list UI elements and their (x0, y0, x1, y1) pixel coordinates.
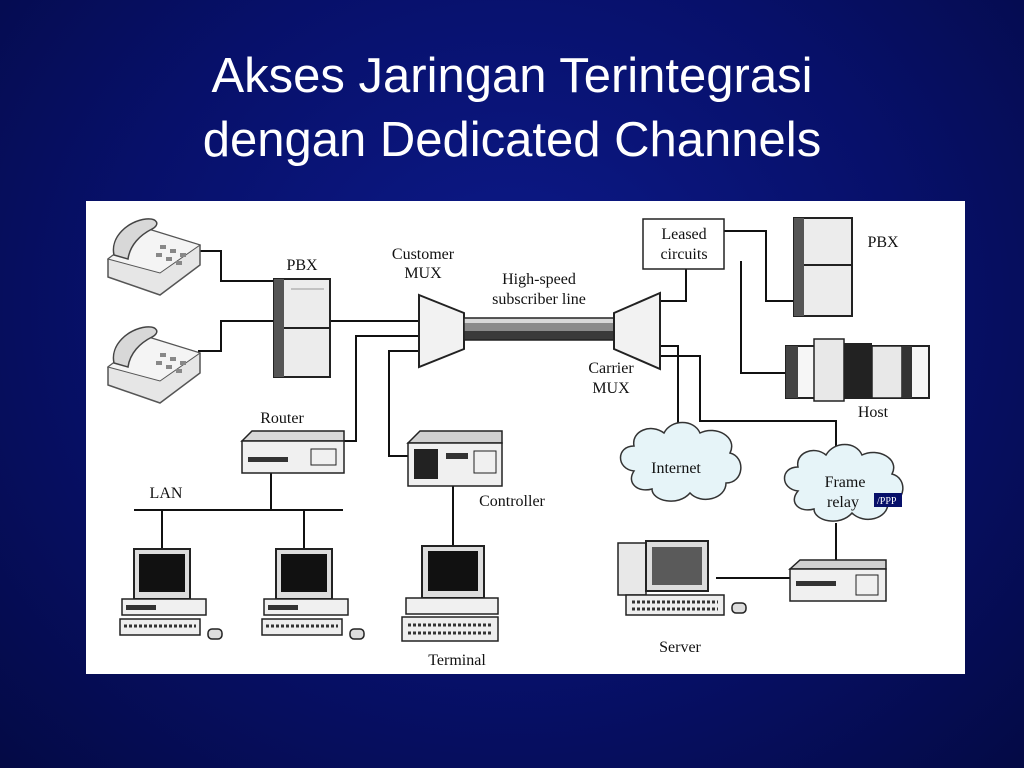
telephone-icon (106, 326, 202, 404)
high-speed-label-2: subscriber line (492, 291, 586, 308)
controller-label: Controller (479, 493, 545, 510)
connection-lines (134, 230, 837, 579)
terminal-icon (401, 545, 499, 642)
lan-label: LAN (150, 485, 183, 502)
frame-relay-cloud-icon (783, 443, 904, 522)
frame-relay-label-2: relay (827, 494, 859, 511)
frame-relay-label-1: Frame (825, 474, 866, 491)
ppp-tag (874, 493, 902, 507)
carrier-mux-label-1: Carrier (588, 360, 634, 377)
carrier-mux-icon (613, 291, 661, 371)
high-speed-label-1: High-speed (502, 271, 576, 288)
customer-mux-label-1: Customer (392, 246, 455, 263)
controller-icon (406, 430, 503, 487)
pbx-left-label: PBX (286, 257, 318, 274)
internet-cloud-icon (619, 421, 742, 502)
pbx-right-label: PBX (867, 234, 899, 251)
server-label: Server (659, 639, 701, 656)
pc-icon (261, 548, 365, 640)
leased-circuits-box (642, 218, 725, 270)
server-icon (617, 540, 747, 616)
router-label: Router (260, 410, 304, 427)
network-diagram: PBX Customer MUX High-speed subscriber l… (86, 201, 965, 674)
customer-mux-label-2: MUX (404, 265, 442, 282)
slide-title: Akses Jaringan Terintegrasi dengan Dedic… (0, 44, 1024, 172)
pbx-right-icon (793, 217, 853, 317)
high-speed-line-cable (463, 317, 615, 341)
host-computer-icon (785, 338, 930, 402)
pbx-left-icon (273, 278, 331, 378)
host-label: Host (858, 404, 889, 421)
carrier-mux-label-2: MUX (592, 380, 630, 397)
router-icon (240, 430, 345, 474)
customer-mux-icon (418, 293, 465, 369)
modem-icon (788, 559, 887, 602)
leased-circuits-label-1: Leased (661, 226, 706, 243)
terminal-label: Terminal (428, 652, 486, 669)
title-line-1: Akses Jaringan Terintegrasi (211, 49, 813, 103)
ppp-label: /PPP (877, 496, 897, 507)
leased-circuits-label-2: circuits (660, 246, 707, 263)
pc-icon (119, 548, 223, 640)
network-diagram-svg: PBX Customer MUX High-speed subscriber l… (106, 217, 930, 669)
telephone-icon (106, 218, 202, 296)
internet-label: Internet (651, 460, 701, 477)
title-line-2: dengan Dedicated Channels (202, 113, 822, 167)
